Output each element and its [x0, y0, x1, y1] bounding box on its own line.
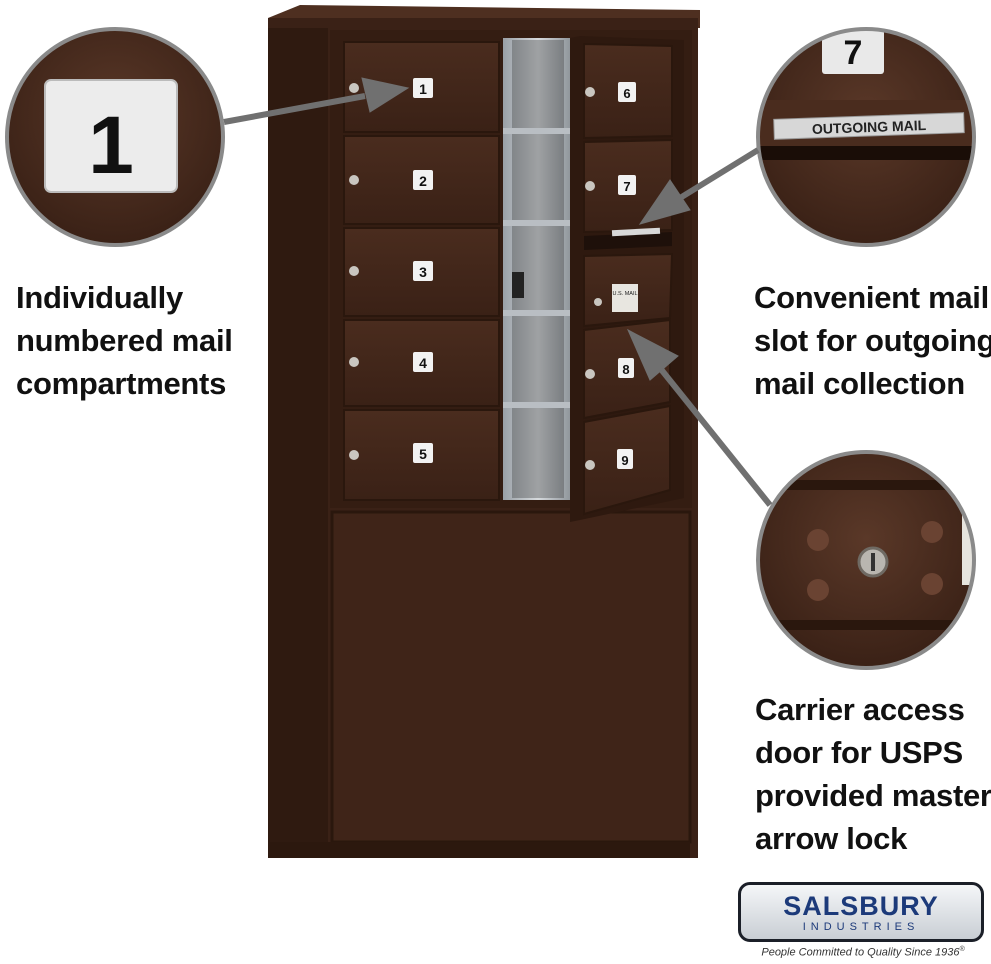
lock-icon: [349, 266, 359, 276]
compartment-number: 5: [419, 446, 427, 462]
zoom-number: 7: [844, 34, 863, 72]
lock-icon: [349, 450, 359, 460]
compartment-number: 7: [623, 179, 630, 194]
compartment-number: 6: [623, 86, 630, 101]
arrow-icon: [626, 328, 679, 381]
arrow-icon: [361, 77, 410, 113]
brand-tagline: People Committed to Quality Since 1936®: [761, 946, 965, 959]
left-column: 1 2 3 4 5: [343, 41, 500, 501]
compartment-number: 1: [419, 81, 427, 97]
lock-icon: [585, 181, 595, 191]
zoom-slot-label: OUTGOING MAIL: [812, 117, 927, 137]
lock-icon: [585, 87, 595, 97]
compartment-number: 3: [419, 264, 427, 280]
compartment-number: 4: [419, 355, 427, 371]
callout-arrows: [223, 77, 773, 507]
caption-carrier-access-door: Carrier access door for USPS provided ma…: [755, 692, 991, 856]
lock-icon: [585, 369, 595, 379]
brand-sub: INDUSTRIES: [802, 921, 920, 933]
lock-icon: [349, 357, 359, 367]
caption-numbered-compartments: Individually numbered mail compartments: [16, 280, 233, 401]
open-interior: [503, 38, 573, 500]
carrier-door-label: U.S. MAIL: [612, 291, 637, 297]
salsbury-logo: SALSBURY INDUSTRIES: [738, 882, 984, 942]
compartment-number: 9: [621, 453, 628, 468]
caption-outgoing-mail-slot: Convenient mail slot for outgoing mail c…: [754, 280, 991, 401]
lock-icon: [349, 175, 359, 185]
arrow-icon: [638, 179, 691, 225]
lower-panel: [330, 510, 692, 844]
lock-icon: [585, 460, 595, 470]
zoom-callout-number: 1: [5, 27, 225, 247]
lock-icon: [594, 298, 602, 306]
zoom-number: 1: [88, 100, 134, 191]
compartment-number: 2: [419, 173, 427, 189]
compartment-number: 8: [622, 362, 629, 377]
zoom-callout-arrow-lock: [756, 450, 976, 670]
lock-icon: [349, 83, 359, 93]
right-column-door: U.S. MAIL 6 7 8 9: [570, 36, 684, 522]
zoom-callout-outgoing-slot: OUTGOING MAIL 7: [756, 27, 976, 247]
brand-name: SALSBURY: [783, 891, 939, 921]
